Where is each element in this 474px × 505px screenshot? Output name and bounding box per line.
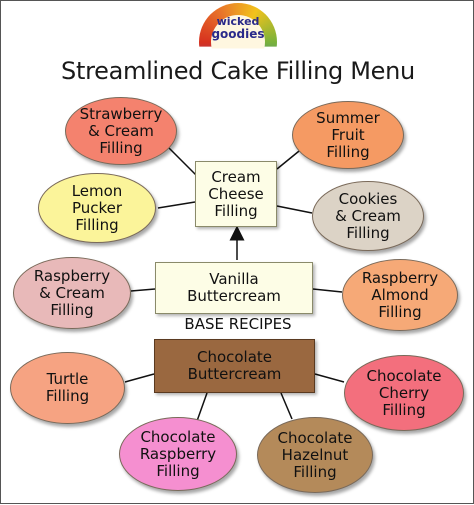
connector-chocolate-turtle xyxy=(124,373,155,383)
chocolate-hazelnut-filling-oval: Chocolate Hazelnut Filling xyxy=(257,417,373,493)
connector-chocolate-chocraspberry xyxy=(196,392,208,422)
connector-vanilla-raspberrycream xyxy=(130,288,156,292)
logo-text-line1: wicked xyxy=(216,15,260,28)
connector-creamcheese-cookies xyxy=(276,205,313,214)
logo-text-line2: goodies xyxy=(211,27,265,41)
wicked-goodies-logo: wicked goodies xyxy=(199,3,277,49)
summer-fruit-filling-oval: Summer Fruit Filling xyxy=(292,101,404,169)
strawberry-cream-filling-oval: Strawberry & Cream Filling xyxy=(65,97,177,165)
cream-cheese-filling-box: Cream Cheese Filling xyxy=(195,161,277,227)
vanilla-buttercream-box: Vanilla Buttercream xyxy=(155,262,313,314)
connector-creamcheese-strawberry xyxy=(164,143,198,177)
chocolate-raspberry-filling-oval: Chocolate Raspberry Filling xyxy=(119,417,237,491)
connector-vanilla-raspberryalmond xyxy=(312,288,343,293)
raspberry-almond-filling-oval: Raspberry Almond Filling xyxy=(342,259,458,331)
raspberry-cream-filling-oval: Raspberry & Cream Filling xyxy=(13,257,131,329)
chocolate-buttercream-box: Chocolate Buttercream xyxy=(154,339,315,393)
lemon-pucker-filling-oval: Lemon Pucker Filling xyxy=(38,173,156,243)
connector-creamcheese-lemon xyxy=(157,201,196,209)
connector-chocolate-cherry xyxy=(314,373,345,383)
cookies-cream-filling-oval: Cookies & Cream Filling xyxy=(312,181,424,251)
base-recipes-label: BASE RECIPES xyxy=(184,315,292,333)
connector-chocolate-hazelnut xyxy=(280,392,293,420)
page-title: Streamlined Cake Filling Menu xyxy=(61,57,415,85)
turtle-filling-oval: Turtle Filling xyxy=(10,352,125,424)
chocolate-cherry-filling-oval: Chocolate Cherry Filling xyxy=(344,355,464,431)
